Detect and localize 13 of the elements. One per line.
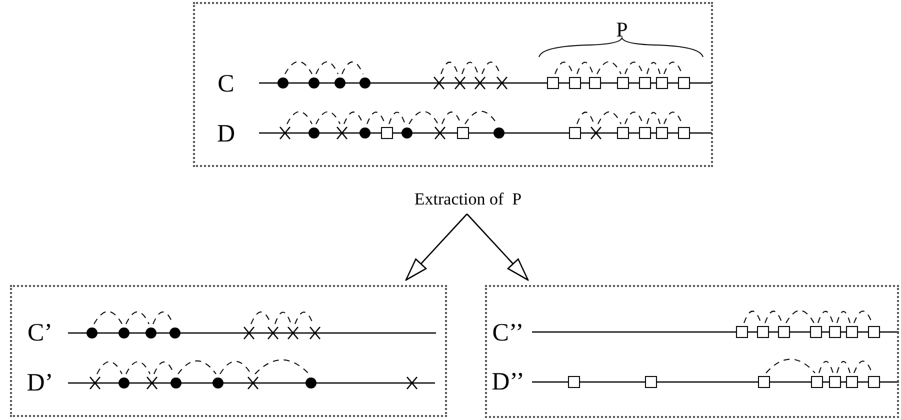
- row-label: C’: [28, 320, 52, 346]
- dotted-panel: [193, 2, 713, 167]
- row-label: D’’: [492, 370, 524, 394]
- row-label: D: [216, 122, 236, 146]
- row-label: P: [616, 20, 628, 40]
- dotted-panel: [10, 285, 447, 417]
- row-label: C: [218, 72, 234, 96]
- arrow: [405, 214, 468, 281]
- dotted-panel: [485, 285, 899, 418]
- row-label: C’’: [492, 320, 524, 346]
- step-label: Extraction of P: [414, 190, 522, 208]
- arrow: [466, 214, 529, 281]
- row-label: D’: [26, 370, 54, 396]
